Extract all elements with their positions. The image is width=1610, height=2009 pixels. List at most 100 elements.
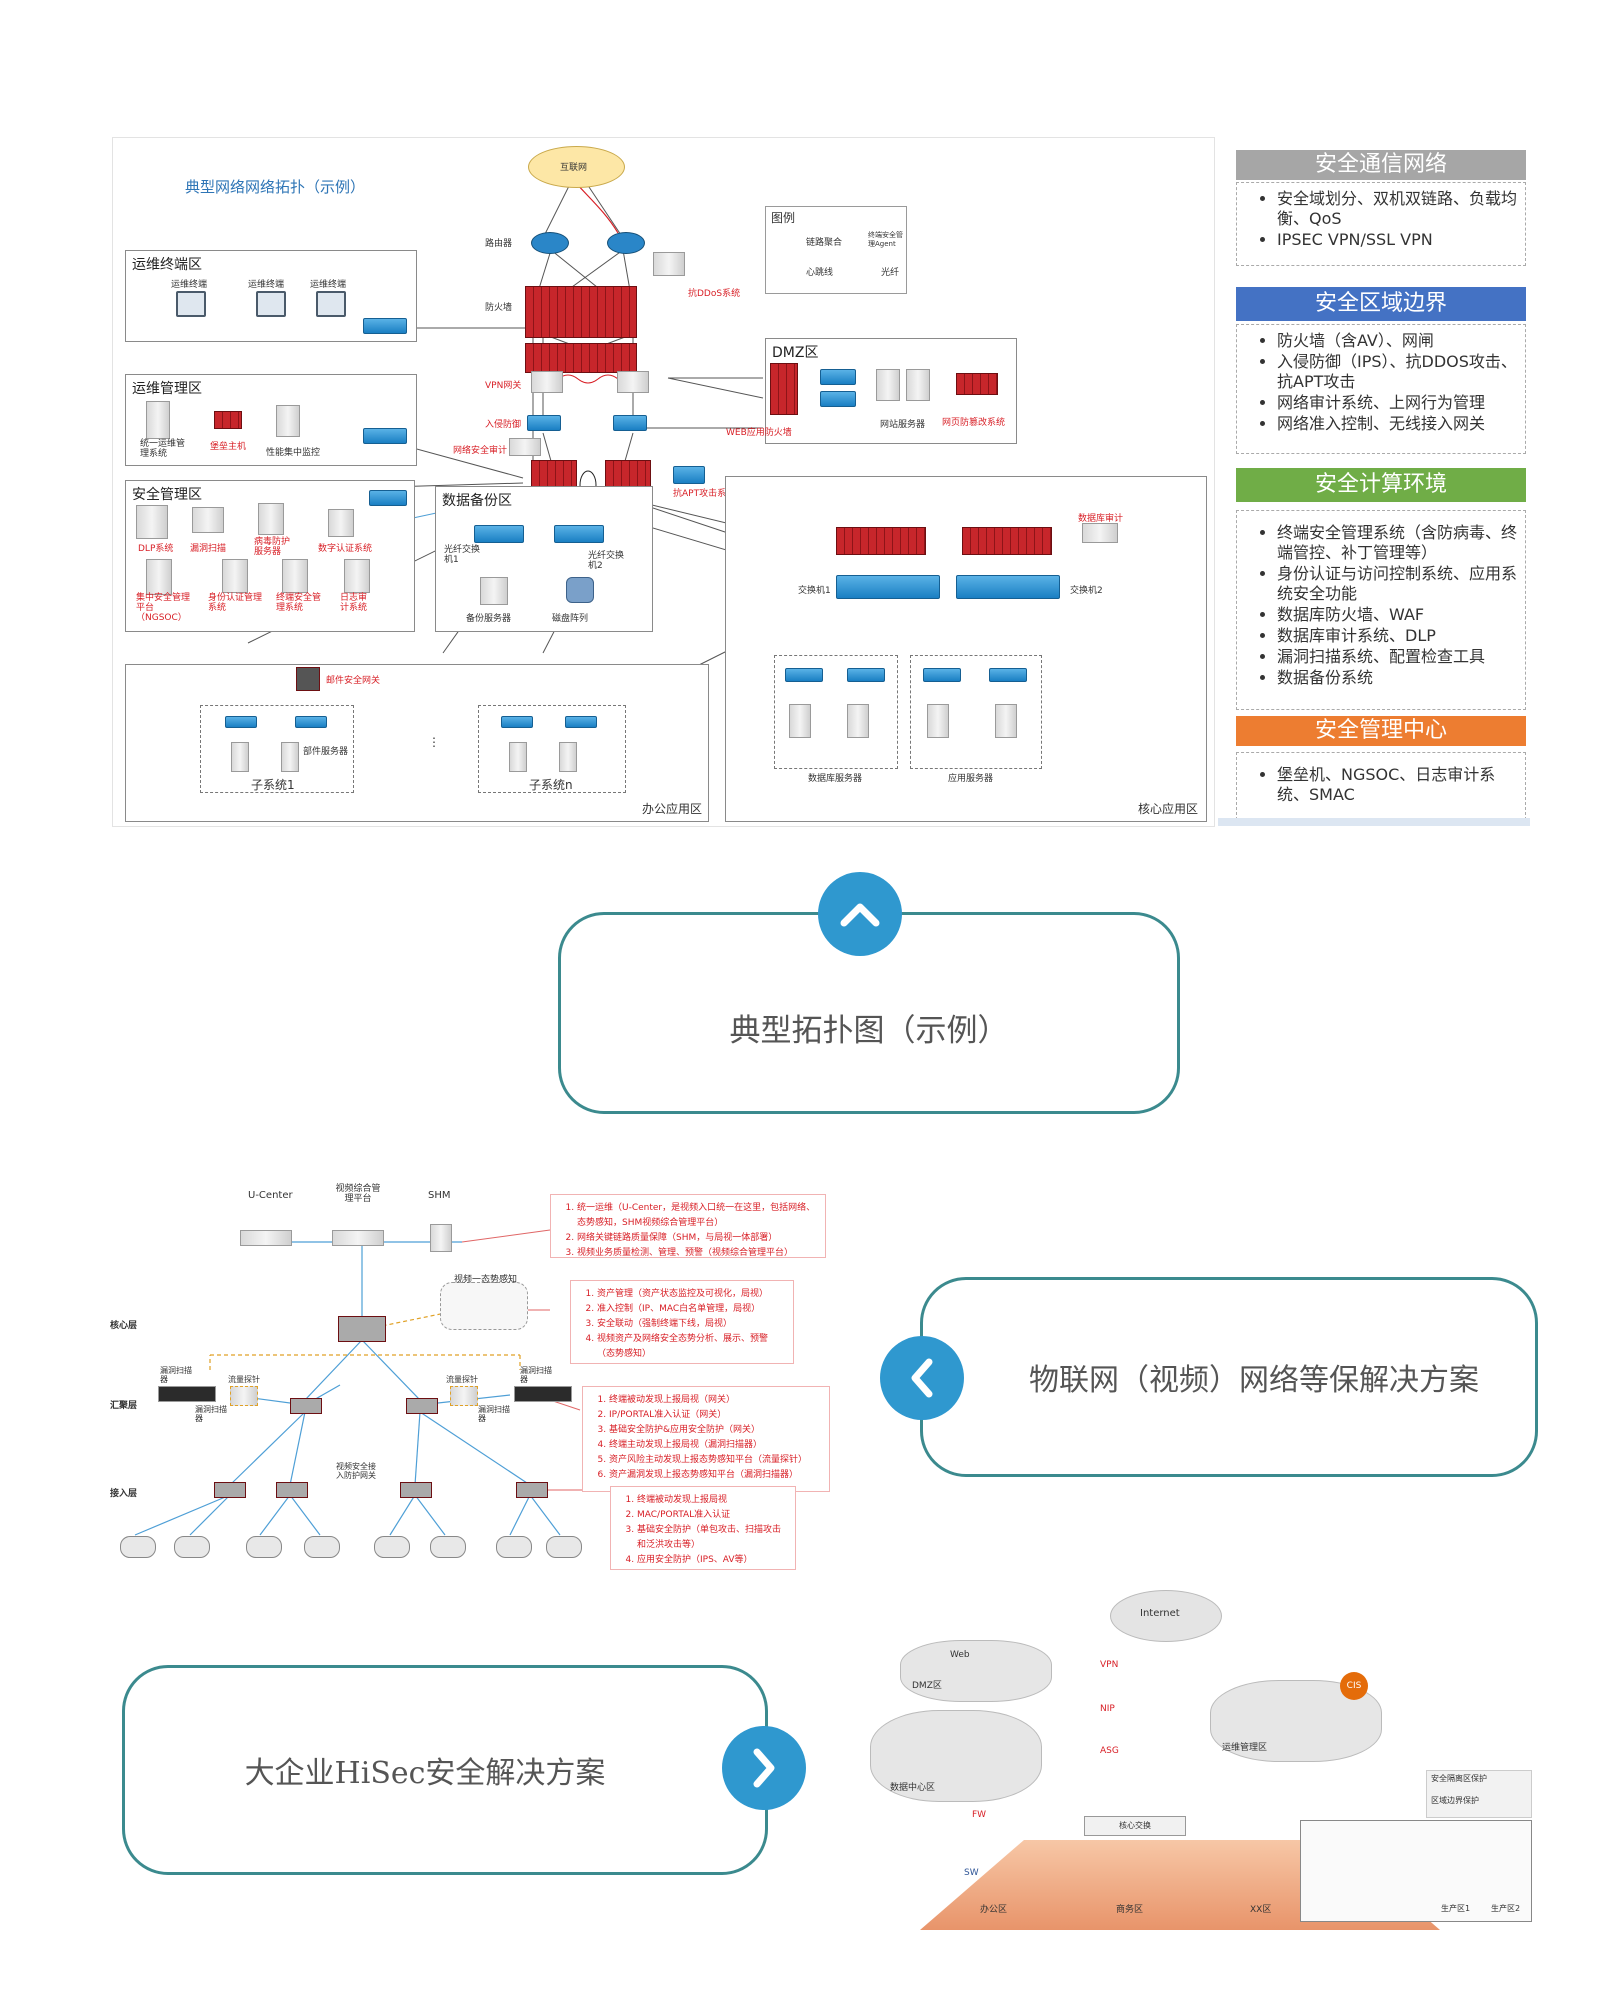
zone-office: 邮件安全网关 部件服务器 子系统1 ⋮ 子系统n 办公应用区 [125, 664, 709, 822]
probe1-label: 流量探针 [228, 1375, 260, 1384]
note-item: 基础安全防护（单包攻击、扫描攻击和泛洪攻击等） [637, 1523, 787, 1553]
core-switch-icon [338, 1316, 386, 1342]
subsystem-1: 部件服务器 子系统1 [200, 705, 354, 793]
note-item: 统一运维（U-Center，是视频入口统一在这里，包括网络、态势感知，SHM视频… [577, 1201, 817, 1231]
server-icon [559, 742, 577, 772]
ca-label: 数字认证系统 [318, 544, 373, 554]
switch-icon [923, 668, 961, 682]
note-item: 资产漏洞发现上报态势感知平台（漏洞扫描器） [609, 1468, 821, 1483]
server-icon [276, 405, 300, 437]
list-item: 数据备份系统 [1277, 668, 1517, 688]
security-isolation-label: 安全隔离区保护 [1431, 1774, 1487, 1783]
vpn-label: VPN [1100, 1660, 1119, 1670]
switch1-label: 交换机1 [798, 586, 831, 596]
cis-icon: CIS [1340, 1672, 1368, 1700]
note-item: 资产管理（资产状态监控及可视化，局视） [597, 1287, 785, 1302]
note-item: 终端主动发现上报局视（漏洞扫描器） [609, 1438, 821, 1453]
ops-terminal-label: 运维终端 [171, 280, 208, 290]
list-item: 堡垒机、NGSOC、日志审计系统、SMAC [1277, 765, 1517, 805]
apt-icon [673, 466, 705, 484]
switch-icon [501, 716, 533, 728]
zone-data-backup: 数据备份区 光纤交换机1 光纤交换机2 备份服务器 磁盘阵列 [435, 486, 653, 632]
asg-label: ASG [1100, 1746, 1119, 1756]
list-item: 数据库防火墙、WAF [1277, 605, 1517, 625]
identity-icon [222, 559, 248, 593]
access-gw-icon [276, 1482, 308, 1498]
subsystem-n: 子系统n [478, 705, 626, 793]
aggregation-layer-label: 汇聚层 [110, 1401, 138, 1411]
access-gw-icon [400, 1482, 432, 1498]
legend-fiber: 光纤 [881, 268, 900, 278]
camera-icon [374, 1536, 410, 1558]
business-label: 商务区 [1116, 1905, 1144, 1915]
server-icon [927, 704, 949, 738]
subsystem-1-label: 子系统1 [251, 778, 295, 792]
core-zone-title: 核心应用区 [1137, 802, 1198, 816]
iot-note: 终端被动发现上报局视（网关）IP/PORTAL准入认证（网关）基础安全防护&应用… [582, 1386, 830, 1492]
section-title: 安全管理中心 [1314, 718, 1447, 743]
scroll-up-button[interactable] [818, 872, 902, 956]
firewall-icon [525, 343, 637, 373]
list-item: 网络审计系统、上网行为管理 [1277, 393, 1517, 413]
scroll-right-button[interactable] [722, 1726, 806, 1810]
switch-icon [820, 369, 856, 385]
core-switch-1-icon [836, 575, 940, 599]
firewall-label: 防火墙 [485, 303, 513, 313]
note-item: 终端被动发现上报局视 [637, 1493, 787, 1508]
note-item: 视频业务质量检测、管理、预警（视频综合管理平台） [577, 1246, 817, 1261]
server-icon [789, 704, 811, 738]
ips-label: 入侵防御 [485, 420, 522, 430]
router-label: 路由器 [485, 239, 513, 249]
list-item: 终端安全管理系统（含防病毒、终端管控、补丁管理等） [1277, 523, 1517, 563]
fiber-switch-icon [474, 525, 524, 543]
nip-label: NIP [1100, 1704, 1115, 1714]
section-header: 安全区域边界 [1236, 287, 1526, 321]
section-title: 安全计算环境 [1314, 472, 1447, 497]
terminal-mgmt-icon [282, 559, 308, 593]
note-item: 终端被动发现上报局视（网关） [609, 1393, 821, 1408]
sw-label: SW [964, 1868, 979, 1878]
db-server-group [774, 655, 898, 769]
vpn-gateway-icon [531, 371, 563, 393]
terminal-mgmt-label: 终端安全管理系统 [276, 593, 322, 613]
identity-label: 身份认证管理系统 [208, 593, 263, 613]
access-layer-label: 接入层 [110, 1489, 138, 1499]
antivirus-icon [258, 503, 284, 535]
scanner-right-label: 漏洞扫描器 [520, 1366, 552, 1384]
vpn-label: VPN网关 [485, 381, 522, 391]
server-icon [509, 742, 527, 772]
ucenter-label: U-Center [248, 1190, 293, 1201]
scroll-left-button[interactable] [880, 1336, 964, 1420]
section-header: 安全通信网络 [1236, 150, 1526, 180]
zone-ops-mgmt: 运维管理区 统一运维管理系统 堡垒主机 性能集中监控 [125, 374, 417, 466]
note-item: MAC/PORTAL准入认证 [637, 1508, 787, 1523]
situation-label: 视频一态势感知 [454, 1275, 518, 1285]
list-item: 数据库审计系统、DLP [1277, 626, 1517, 646]
probe-icon [450, 1386, 478, 1406]
switch-icon [820, 391, 856, 407]
shm-icon [430, 1224, 452, 1252]
ops-terminal-label: 运维终端 [248, 280, 285, 290]
zone-title: 安全管理区 [132, 487, 202, 503]
waf-icon [770, 363, 798, 415]
unified-ops-label: 统一运维管理系统 [140, 439, 186, 459]
internet-cloud-icon [1110, 1590, 1222, 1642]
iot-note: 统一运维（U-Center，是视频入口统一在这里，包括网络、态势感知，SHM视频… [550, 1194, 826, 1258]
apt-label: 抗APT攻击系统 [673, 489, 736, 499]
panel-bottom-bar [1218, 818, 1530, 826]
situation-cloud-icon [440, 1282, 528, 1330]
topology-diagram: 典型网络网络拓扑（示例） [112, 137, 1215, 827]
scanner-icon [514, 1386, 572, 1402]
dmz-label: DMZ区 [912, 1681, 942, 1691]
scanner-icon [158, 1386, 216, 1402]
camera-icon [430, 1536, 466, 1558]
list-item: 漏洞扫描系统、配置检查工具 [1277, 647, 1517, 667]
chevron-right-icon [753, 1748, 775, 1788]
access-gw-icon [214, 1482, 246, 1498]
terminal-icon [316, 291, 346, 317]
ucenter-icon [240, 1230, 292, 1246]
app-server-label: 应用服务器 [948, 774, 994, 784]
camera-icon [496, 1536, 532, 1558]
topology-title: 典型网络网络拓扑（示例） [185, 178, 366, 196]
scan-right-b-label: 漏洞扫描器 [478, 1405, 510, 1423]
